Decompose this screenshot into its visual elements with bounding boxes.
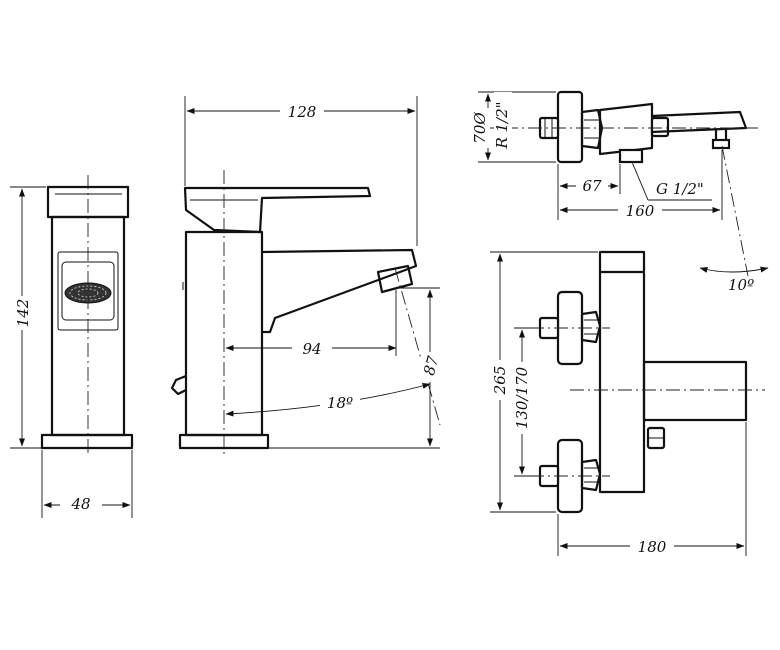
front-view — [10, 175, 134, 518]
offset-label: 67 — [582, 177, 602, 195]
spout-reach-label: 94 — [302, 340, 321, 358]
inlet-centers-label: 130/170 — [513, 366, 531, 429]
center-distance-label: 70Ø — [471, 112, 489, 144]
bath-depth-label: 180 — [638, 538, 667, 556]
bath-height-label: 265 — [491, 366, 509, 396]
front-width-label: 48 — [70, 495, 90, 513]
bath-mixer-view — [490, 250, 765, 556]
top-view — [478, 90, 769, 277]
front-height-label: 142 — [14, 299, 32, 328]
side-length-label: 128 — [288, 103, 317, 121]
handle-angle-label: 18º — [327, 394, 353, 412]
spout-angle-label: 10º — [728, 276, 754, 294]
inlet-thread-label: R 1/2" — [493, 101, 511, 149]
spout-length-label: 160 — [626, 202, 655, 220]
outlet-thread-label: G 1/2" — [656, 180, 704, 198]
side-view — [170, 96, 441, 455]
spout-height-label: 87 — [420, 354, 442, 378]
